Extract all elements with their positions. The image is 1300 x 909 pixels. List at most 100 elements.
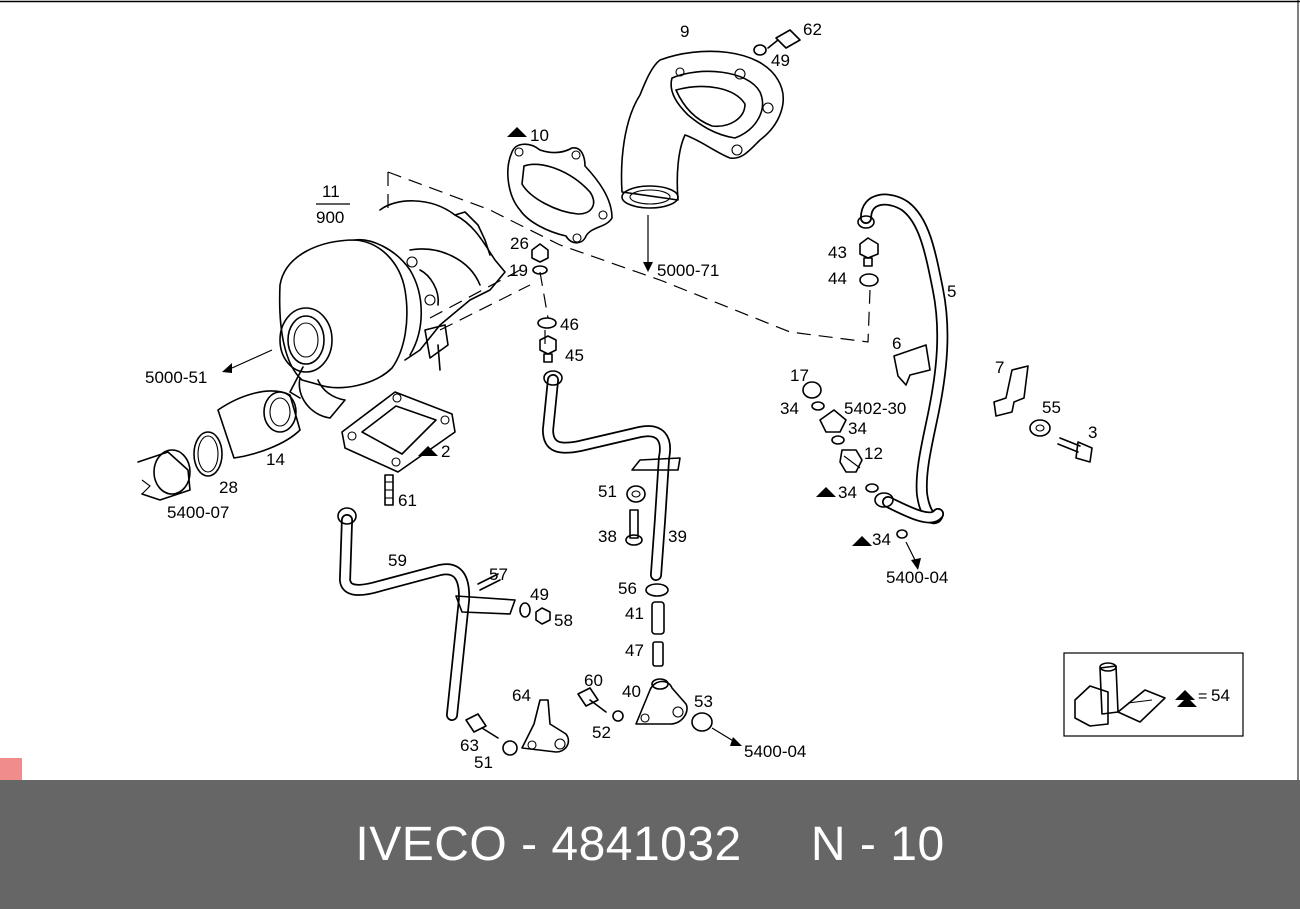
label-38: 38	[598, 527, 617, 546]
label-46: 46	[560, 315, 579, 334]
oil-pipe-39	[542, 370, 681, 581]
oring-46	[537, 317, 557, 329]
bolt-62	[753, 29, 801, 56]
label-58: 58	[554, 611, 573, 630]
label-55: 55	[1042, 398, 1061, 417]
label-3: 3	[1088, 423, 1097, 442]
label-63: 63	[460, 736, 479, 755]
label-5000-51: 5000-51	[145, 368, 207, 387]
fitting-45	[539, 335, 557, 363]
washer-52	[612, 710, 624, 722]
label-49b: 49	[530, 585, 549, 604]
corner-mark	[0, 758, 22, 780]
fitting-43	[859, 237, 879, 267]
sleeve-41	[651, 601, 665, 635]
clamp-28	[193, 431, 223, 477]
ring-34b	[831, 435, 845, 445]
label-5400-04b: 5400-04	[744, 742, 806, 761]
legend-ref: 54	[1211, 686, 1230, 705]
hose-14	[217, 390, 301, 459]
gasket-10	[507, 143, 613, 244]
label-17: 17	[790, 366, 809, 385]
label-5400-07: 5400-07	[167, 503, 229, 522]
label-34d: 34	[872, 530, 891, 549]
label-26: 26	[510, 234, 529, 253]
bolt-63	[465, 713, 499, 739]
label-64: 64	[512, 686, 531, 705]
label-52: 52	[592, 723, 611, 742]
label-41: 41	[625, 604, 644, 623]
ring-34d	[896, 529, 908, 539]
label-34b: 34	[848, 419, 867, 438]
ring-44	[859, 273, 879, 287]
sensor-5402-30	[819, 409, 847, 433]
flange-gasket-2	[341, 391, 456, 473]
label-51b: 51	[474, 753, 493, 772]
bracket-64	[521, 699, 570, 753]
label-61: 61	[398, 491, 417, 510]
cap-17	[802, 381, 822, 399]
label-5400-04a: 5400-04	[886, 568, 948, 587]
label-10: 10	[530, 126, 549, 145]
label-47: 47	[625, 641, 644, 660]
washer-51b	[502, 740, 518, 756]
washer-19	[532, 265, 548, 275]
legend-equals: =	[1198, 688, 1207, 705]
washer-55	[1029, 419, 1051, 437]
caption-text: IVECO - 4841032 N - 10	[355, 818, 945, 871]
bolt-57	[477, 573, 501, 591]
label-60: 60	[584, 671, 603, 690]
nut-58	[535, 607, 551, 625]
label-34a: 34	[780, 399, 799, 418]
footer-bar: IVECO - 4841032 N - 10	[0, 780, 1300, 909]
label-45: 45	[565, 346, 584, 365]
label-44: 44	[828, 269, 847, 288]
washer-49	[519, 602, 531, 618]
exhaust-elbow-9	[620, 50, 784, 209]
pipe-5400-07	[137, 449, 191, 501]
label-62: 62	[803, 20, 822, 39]
label-56: 56	[618, 579, 637, 598]
label-2: 2	[441, 442, 450, 461]
label-34c: 34	[838, 483, 857, 502]
ring-53	[691, 712, 713, 732]
label-57: 57	[489, 565, 508, 584]
pipe-5	[857, 193, 949, 525]
washer-51	[626, 485, 646, 503]
fitting-47	[652, 641, 664, 667]
ring-34a	[811, 401, 825, 411]
label-51a: 51	[598, 482, 617, 501]
label-43: 43	[828, 243, 847, 262]
turbocharger-11	[278, 200, 506, 419]
ring-56	[645, 583, 669, 597]
label-19: 19	[509, 261, 528, 280]
bolt-60	[577, 687, 607, 713]
label-5402-30: 5402-30	[844, 399, 906, 418]
ring-34c	[865, 483, 879, 493]
legend-box	[1063, 652, 1244, 737]
bracket-7	[993, 365, 1029, 417]
label-12: 12	[864, 444, 883, 463]
label-28: 28	[219, 478, 238, 497]
bracket-40	[635, 678, 688, 725]
label-900: 900	[316, 208, 344, 227]
bolt-3	[1057, 437, 1093, 463]
label-7: 7	[995, 358, 1004, 377]
label-59: 59	[388, 551, 407, 570]
label-53: 53	[694, 692, 713, 711]
label-5: 5	[947, 282, 956, 301]
bolt-38	[625, 509, 643, 546]
parts-diagram: 9 62 49 10 11 900 26 19 5000-71 43 44 5 …	[0, 0, 1300, 780]
adapter-12	[839, 449, 863, 473]
label-40: 40	[622, 682, 641, 701]
nut-26	[531, 243, 549, 263]
label-49: 49	[771, 51, 790, 70]
label-39: 39	[668, 527, 687, 546]
label-6: 6	[892, 334, 901, 353]
label-5000-71: 5000-71	[657, 261, 719, 280]
clip-6	[893, 344, 931, 386]
label-9: 9	[680, 22, 689, 41]
oil-pipe-59	[337, 507, 516, 721]
label-14: 14	[266, 450, 285, 469]
label-11: 11	[322, 182, 340, 201]
